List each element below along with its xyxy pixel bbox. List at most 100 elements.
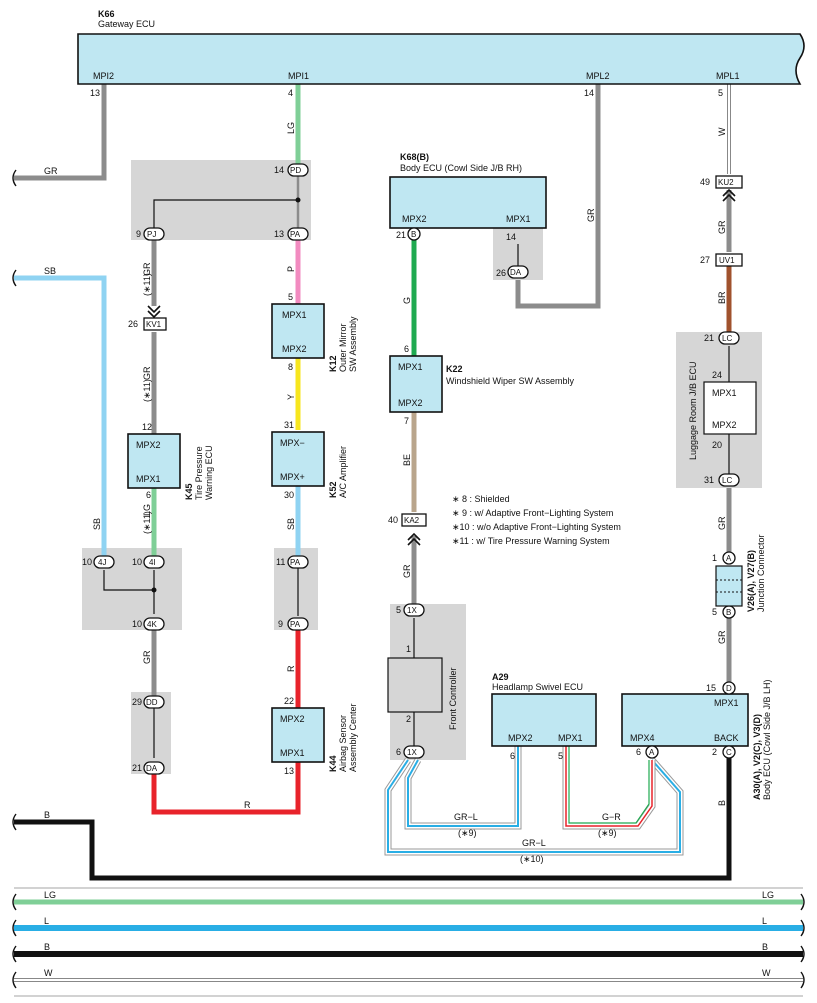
pin-mpl1: MPL1: [716, 71, 740, 81]
airbag-mpx2: MPX2: [280, 714, 305, 724]
headlamp-mpx1: MPX1: [558, 733, 583, 743]
lbl-b: B: [411, 230, 416, 239]
gateway-ecu-box: [77, 33, 805, 85]
conn-4i: [143, 555, 165, 569]
ac-code: K52: [328, 481, 338, 498]
tire-name1: Tire Pressure: [194, 446, 204, 500]
wl-sb-1: SB: [44, 266, 56, 276]
lbl-1x: 1X: [407, 606, 417, 615]
tire-name2: Warning ECU: [204, 445, 214, 500]
wl-gr-v2: GR: [142, 262, 152, 276]
conn-a-jc: [722, 551, 736, 565]
wl-l-bus-l: L: [44, 916, 49, 926]
wl-y: Y: [286, 394, 296, 400]
pin-num-4: 4: [288, 88, 293, 98]
lbl-lc2: LC: [722, 476, 732, 485]
conn-lc: [718, 331, 740, 345]
wl-s9-1: (∗9): [458, 828, 477, 838]
lbl-ka2: KA2: [404, 516, 420, 525]
wl-b-1: B: [44, 810, 50, 820]
lbl-dd: DD: [146, 698, 158, 707]
conn-uv1: [715, 253, 743, 267]
wl-p: P: [286, 266, 296, 272]
wl-s11-1: (∗11): [142, 273, 152, 296]
luggage-mpx1: MPX1: [712, 388, 737, 398]
conn-1x-bot: [403, 745, 425, 759]
wl-gr-1: GR: [44, 166, 58, 176]
lbl-pa3: PA: [290, 620, 301, 629]
lbl-c: C: [726, 748, 732, 757]
headlamp-pin6: 6: [510, 751, 515, 761]
luggage-pin24: 24: [712, 370, 722, 380]
conn-pd: [287, 163, 309, 177]
tire-pin12: 12: [142, 422, 152, 432]
wl-gr-v8: GR: [717, 516, 727, 530]
num-21: 21: [132, 763, 142, 773]
luggage-name: Luggage Room J/B ECU: [688, 361, 698, 460]
pin-mpi1: MPI1: [288, 71, 309, 81]
num-40: 40: [388, 515, 398, 525]
wl-br: BR: [717, 291, 727, 304]
wl-r-1: R: [244, 800, 251, 810]
wl-b-bus-r: B: [762, 942, 768, 952]
luggage-pin20: 20: [712, 440, 722, 450]
num-jc-1: 1: [712, 553, 717, 563]
conn-a-lh: [645, 745, 659, 759]
wl-gr-r: G−R: [602, 812, 621, 822]
airbag-code: K44: [328, 755, 338, 772]
airbag-name2: Assembly Center: [348, 703, 358, 772]
junction-name: Junction Connector: [756, 534, 766, 612]
outer-mirror-box: [271, 303, 325, 359]
luggage-mpx2: MPX2: [712, 420, 737, 430]
ac-mpx-minus: MPX−: [280, 438, 305, 448]
tire-code: K45: [184, 483, 194, 500]
lbl-d: D: [726, 684, 732, 693]
body-ecu-rh-mpx2: MPX2: [402, 214, 427, 224]
wl-b-bus-l: B: [44, 942, 50, 952]
lbl-4k: 4K: [147, 620, 157, 629]
junction-connector-box: [715, 565, 743, 607]
lbl-pa: PA: [290, 230, 301, 239]
conn-b: [407, 227, 421, 241]
wl-lg-v1: LG: [286, 122, 296, 134]
mirror-mpx1: MPX1: [282, 310, 307, 320]
wiper-pin7: 7: [404, 416, 409, 426]
conn-d: [722, 681, 736, 695]
conn-kv1: [143, 317, 167, 331]
ac-pin31: 31: [284, 420, 294, 430]
note-8: ∗ 8 : Shielded: [452, 494, 510, 504]
lbl-ku2: KU2: [718, 178, 734, 187]
wl-g: G: [402, 297, 412, 304]
tire-mpx1: MPX1: [136, 474, 161, 484]
wl-grl-2: GR−L: [522, 838, 546, 848]
wiper-name: Windshield Wiper SW Assembly: [446, 376, 575, 386]
conn-dd: [143, 695, 165, 709]
num-49: 49: [700, 177, 710, 187]
gateway-code: K66: [98, 9, 115, 19]
wl-w-v: W: [717, 127, 727, 136]
mirror-code: K12: [328, 355, 338, 372]
wl-s9-2: (∗9): [598, 828, 617, 838]
conn-1x-top: [403, 603, 425, 617]
headlamp-mpx2: MPX2: [508, 733, 533, 743]
wiper-box: [389, 355, 443, 413]
wl-gr-v5: GR: [402, 564, 412, 578]
mirror-pin8: 8: [288, 362, 293, 372]
headlamp-ecu-box: [491, 693, 597, 747]
conn-pa2: [287, 555, 309, 569]
lbl-jc-a: A: [726, 554, 732, 563]
airbag-pin22: 22: [284, 696, 294, 706]
lbl-lc: LC: [722, 334, 732, 343]
conn-ka2: [401, 513, 427, 527]
pin-num-14: 14: [584, 88, 594, 98]
lbl-4j: 4J: [98, 558, 106, 567]
lbl-da: DA: [146, 764, 158, 773]
lbl-pj: PJ: [147, 230, 156, 239]
conn-4j: [93, 555, 115, 569]
lh-mpx4: MPX4: [630, 733, 655, 743]
num-21b: 21: [704, 333, 714, 343]
conn-pj: [143, 227, 165, 241]
lbl-4i: 4I: [149, 558, 156, 567]
num-6: 6: [396, 747, 401, 757]
fc-pin2: 2: [406, 714, 411, 724]
